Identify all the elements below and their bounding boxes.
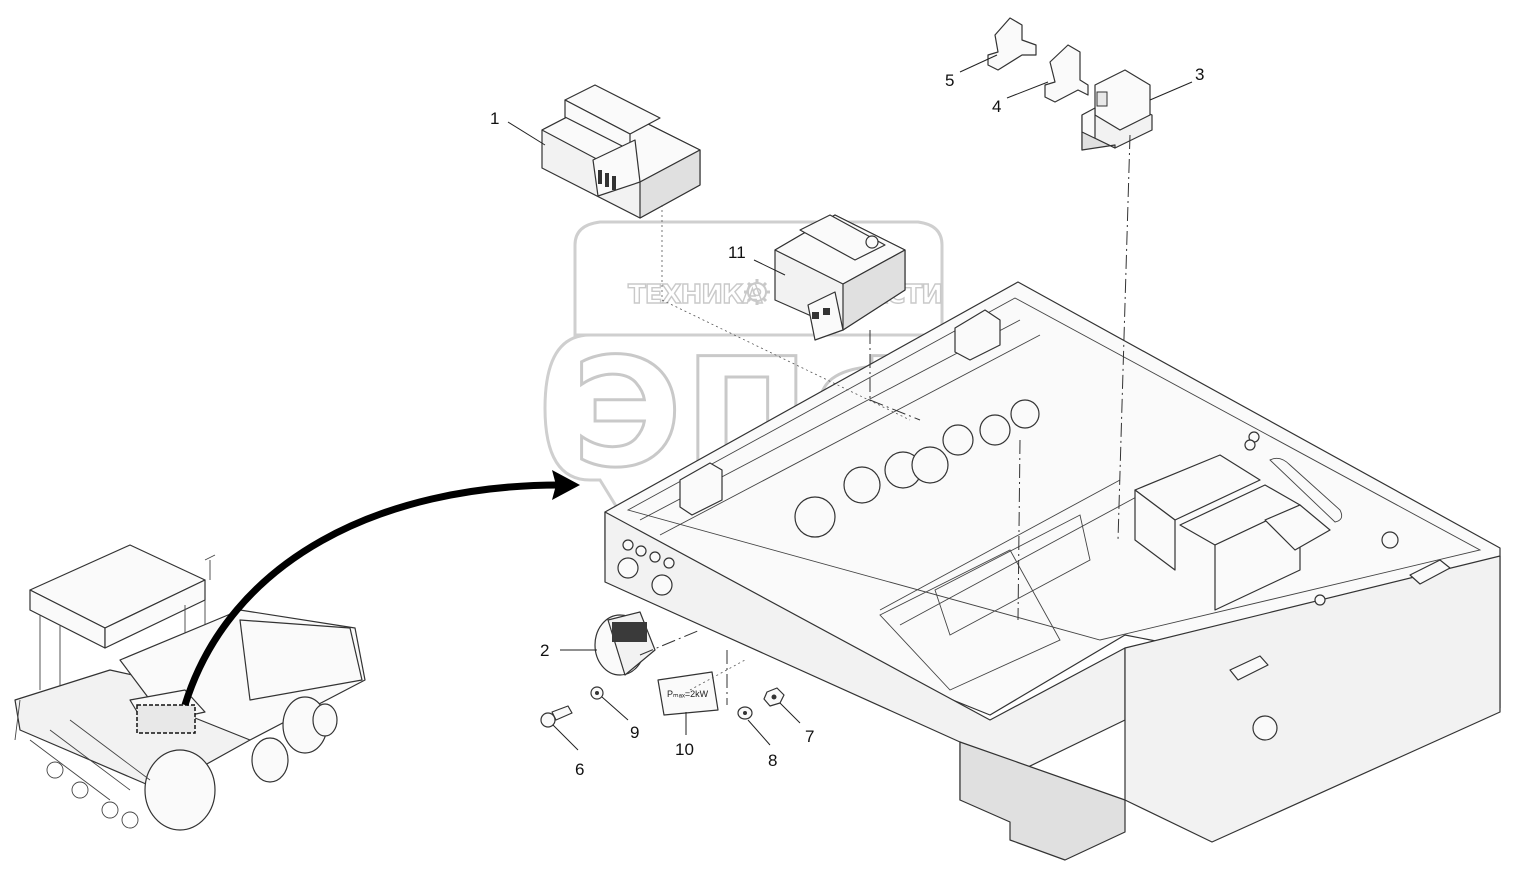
callout-9: 9 [630, 723, 639, 742]
part-8-washer [737, 706, 753, 720]
front-panel-holes [617, 439, 1278, 741]
part-5-end-clamp [987, 17, 1037, 71]
part-6-screw [540, 705, 573, 728]
cabinet-bottom-step [959, 741, 1126, 861]
callout-6: 6 [575, 760, 584, 779]
part-9-washer [590, 686, 604, 700]
callout-1: 1 [490, 109, 499, 128]
callout-8: 8 [768, 751, 777, 770]
part-4-end-clamp [1044, 44, 1089, 103]
round-switches [794, 399, 1040, 538]
callout-10: 10 [675, 740, 694, 759]
control-cabinet [604, 281, 1501, 861]
callout-4: 4 [992, 97, 1001, 116]
plate-text: Pₘₐₓ=2kW [667, 689, 709, 699]
callout-11: 11 [728, 243, 746, 262]
part-2-socket [594, 611, 656, 676]
callout-2: 2 [540, 641, 549, 660]
assembly-lines [639, 134, 1131, 705]
paver-machine-illustration [14, 544, 366, 831]
callout-7: 7 [805, 727, 814, 746]
part-10-plate: Pₘₐₓ=2kW [657, 671, 719, 716]
part-3-relay [1081, 69, 1153, 151]
location-arrow [181, 470, 580, 707]
dinrail-components [639, 319, 1399, 691]
cabinet-hinges [679, 309, 1451, 681]
watermark-text-left: ТЕХНИКА [628, 280, 762, 310]
cabinet-front-face [604, 511, 1126, 801]
cabinet-inner-wall [626, 297, 1482, 641]
callout-leaders [507, 54, 1193, 751]
gear-icon [744, 279, 770, 305]
part-1-din-module [541, 84, 701, 219]
callout-labels: 1 2 3 4 5 6 7 8 9 10 11 [490, 65, 1204, 779]
arrow-head-icon [552, 470, 580, 500]
callout-3: 3 [1195, 65, 1204, 84]
callout-5: 5 [945, 71, 954, 90]
part-11-din-module [774, 214, 906, 341]
